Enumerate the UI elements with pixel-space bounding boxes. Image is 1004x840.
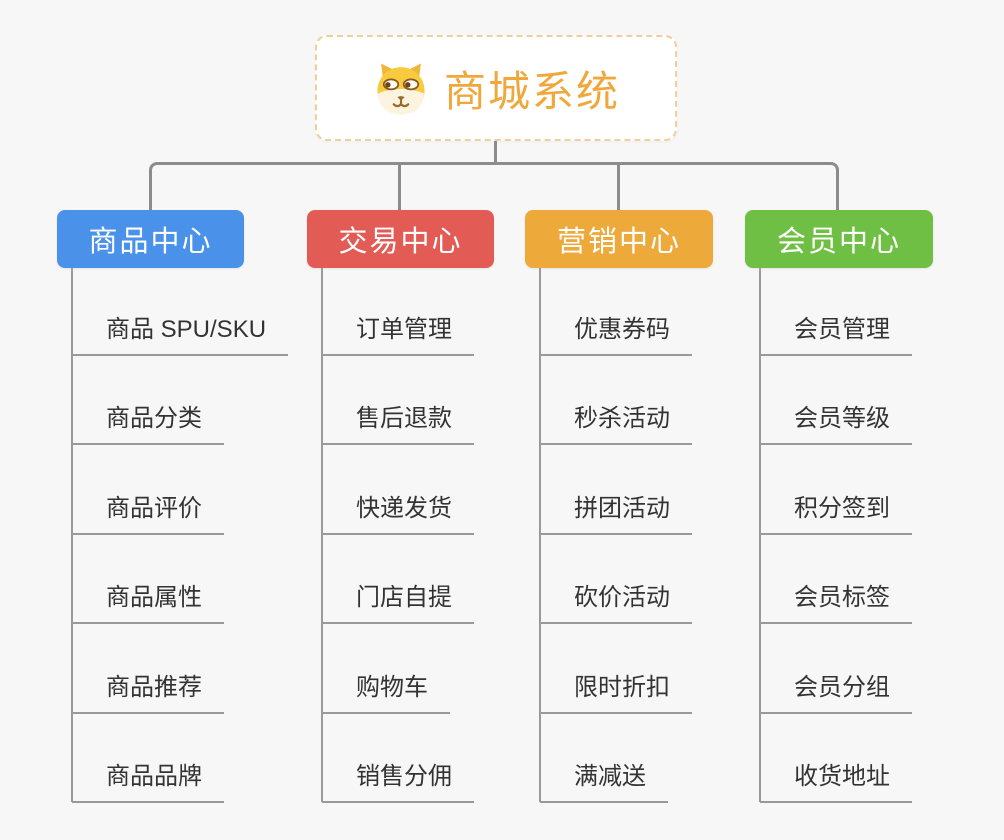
leaf-item[interactable]: 售后退款 (322, 398, 474, 445)
leaf-item[interactable]: 满减送 (540, 756, 668, 803)
connector-bus-right (496, 162, 839, 210)
leaf-item[interactable]: 会员标签 (760, 577, 912, 624)
connector-bus-left (149, 162, 496, 210)
leaf-item[interactable]: 限时折扣 (540, 667, 692, 714)
connector-root-stub (494, 141, 497, 164)
branch-spine-products (71, 268, 73, 802)
branch-header-products[interactable]: 商品中心 (57, 210, 244, 268)
leaf-item[interactable]: 订单管理 (322, 309, 474, 356)
leaf-item[interactable]: 会员管理 (760, 309, 912, 356)
leaf-item[interactable]: 快递发货 (322, 488, 474, 535)
leaf-item[interactable]: 收货地址 (760, 756, 912, 803)
leaf-item[interactable]: 会员等级 (760, 398, 912, 445)
leaf-item[interactable]: 会员分组 (760, 667, 912, 714)
leaf-item[interactable]: 商品品牌 (72, 756, 224, 803)
leaf-item[interactable]: 商品评价 (72, 488, 224, 535)
leaf-item[interactable]: 秒杀活动 (540, 398, 692, 445)
connector-drop-3 (617, 163, 620, 210)
leaf-item[interactable]: 拼团活动 (540, 488, 692, 535)
root-title: 商城系统 (443, 67, 620, 115)
branch-spine-orders (321, 268, 323, 802)
leaf-item[interactable]: 销售分佣 (322, 756, 474, 803)
leaf-item[interactable]: 商品 SPU/SKU (72, 309, 289, 356)
doge-icon (377, 63, 425, 115)
branch-spine-marketing (539, 268, 541, 802)
leaf-item[interactable]: 购物车 (322, 667, 450, 714)
leaf-item[interactable]: 商品推荐 (72, 667, 224, 714)
branch-header-marketing[interactable]: 营销中心 (525, 210, 713, 268)
leaf-item[interactable]: 商品属性 (72, 577, 224, 624)
leaf-item[interactable]: 门店自提 (322, 577, 474, 624)
leaf-item[interactable]: 优惠券码 (540, 309, 692, 356)
branch-spine-members (759, 268, 761, 802)
connector-drop-2 (398, 163, 401, 210)
leaf-item[interactable]: 积分签到 (760, 488, 912, 535)
leaf-item[interactable]: 商品分类 (72, 398, 224, 445)
branch-header-orders[interactable]: 交易中心 (307, 210, 494, 268)
leaf-item[interactable]: 砍价活动 (540, 577, 692, 624)
branch-header-members[interactable]: 会员中心 (745, 210, 933, 268)
root-node[interactable]: 商城系统 (315, 35, 677, 141)
